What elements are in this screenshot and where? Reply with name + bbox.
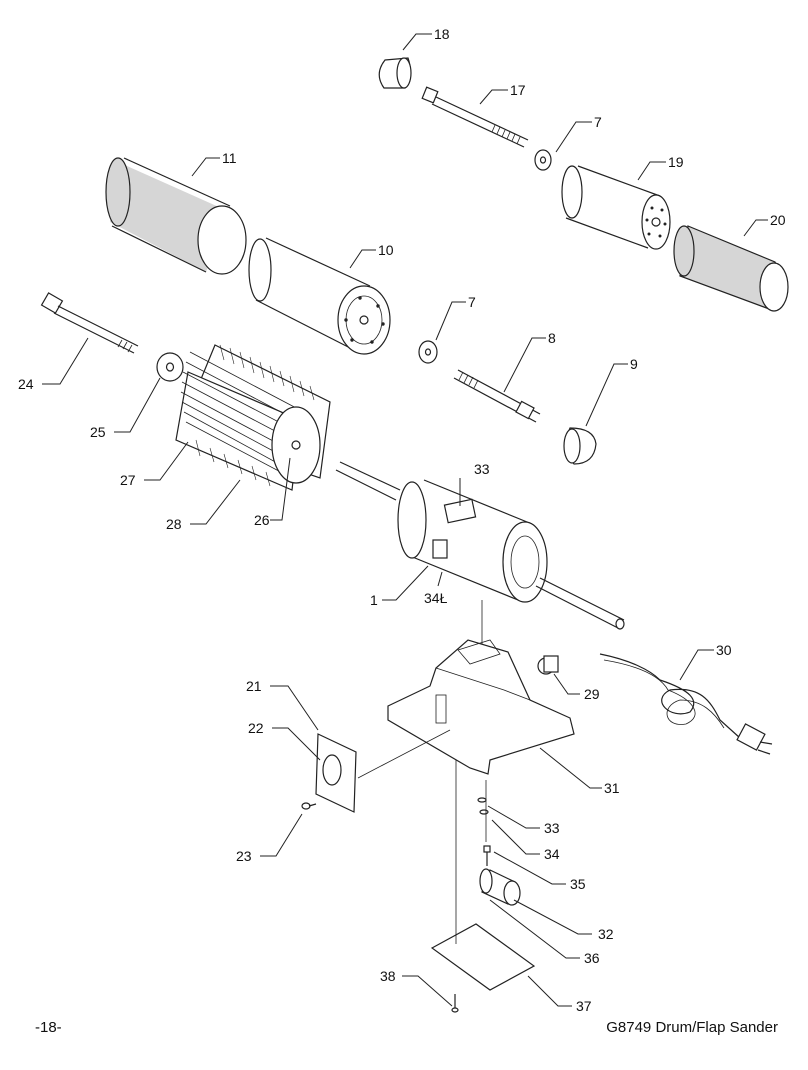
part-11-large-sleeve	[105, 157, 247, 275]
callout-36: 36	[584, 950, 600, 966]
callout-31: 31	[604, 780, 620, 796]
callout-38: 38	[380, 968, 396, 984]
callout-33-base: 33	[544, 820, 560, 836]
leader-lines	[42, 33, 768, 1007]
part-23-screw	[301, 802, 317, 810]
callout-10: 10	[378, 242, 394, 258]
callout-20: 20	[770, 212, 786, 228]
callout-21: 21	[246, 678, 262, 694]
callout-25: 25	[90, 424, 106, 440]
part-18-end-cap	[378, 57, 412, 89]
callout-8: 8	[548, 330, 556, 346]
callout-24: 24	[18, 376, 34, 392]
page-number: -18-	[35, 1019, 62, 1036]
part-1-motor	[335, 461, 625, 655]
callout-11: 11	[222, 150, 237, 166]
callout-29: 29	[584, 686, 600, 702]
callout-23: 23	[236, 848, 252, 864]
part-8-threaded-shaft	[453, 369, 541, 423]
callout-35: 35	[570, 876, 586, 892]
part-37-bottom-plate	[430, 760, 536, 991]
part-19-small-drum	[561, 165, 671, 250]
callout-34: 34	[544, 846, 560, 862]
callout-28: 28	[166, 516, 182, 532]
part-9-end-cap	[563, 427, 597, 465]
part-10-large-drum	[248, 237, 391, 355]
part-25-washer	[156, 352, 184, 382]
part-17-threaded-shaft	[421, 86, 529, 148]
callout-34L: 34Ł	[424, 590, 448, 606]
callout-19: 19	[668, 154, 684, 170]
callout-labels: 18 17 7 19 11 20 10 7 8 9 24 25 27 28 26…	[18, 26, 786, 1014]
part-7-washer-upper	[534, 149, 552, 171]
callout-22: 22	[248, 720, 264, 736]
callout-30: 30	[716, 642, 732, 658]
callout-1: 1	[370, 592, 378, 608]
callout-7-lower: 7	[468, 294, 476, 310]
part-21-switch-plate	[315, 729, 451, 813]
callout-33-motor: 33	[474, 461, 490, 477]
part-7-washer-lower	[418, 340, 438, 364]
callout-27: 27	[120, 472, 136, 488]
callout-37: 37	[576, 998, 592, 1014]
part-30-power-cord	[599, 653, 773, 755]
callout-32: 32	[598, 926, 614, 942]
part-31-pedestal-base	[387, 639, 575, 775]
hardware-33-34-35	[477, 797, 491, 866]
part-32-capacitor	[479, 868, 521, 906]
document-title: G8749 Drum/Flap Sander	[606, 1019, 778, 1036]
callout-18: 18	[434, 26, 450, 42]
part-20-small-sleeve	[673, 225, 789, 312]
callout-9: 9	[630, 356, 638, 372]
part-29-strain-relief	[537, 655, 559, 675]
callout-17: 17	[510, 82, 526, 98]
callout-7-upper: 7	[594, 114, 602, 130]
flap-sanding-wheel	[175, 344, 331, 491]
callout-26: 26	[254, 512, 270, 528]
part-38-screw	[451, 994, 459, 1013]
part-24-bolt	[40, 292, 139, 354]
